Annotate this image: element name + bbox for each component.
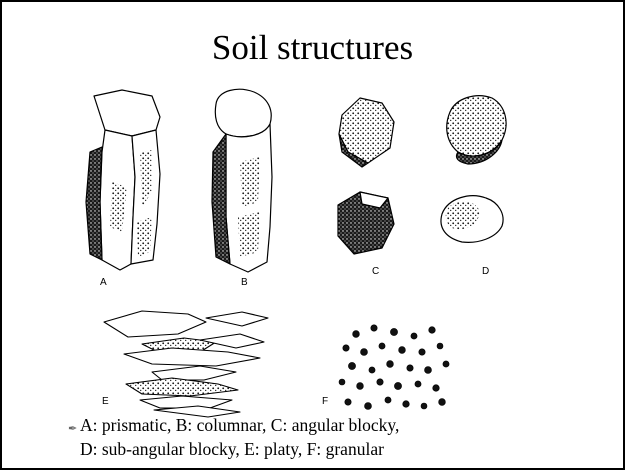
sub-angular-blocky-structure-drawing [441,96,506,243]
platy-structure-drawing [104,311,268,417]
caption-line-2: D: sub-angular blocky, E: platy, F: gran… [80,437,399,461]
caption: ✒ A: prismatic, B: columnar, C: angular … [80,413,399,461]
pen-nib-icon: ✒ [68,417,77,441]
figure-label-b: B [241,278,248,288]
columnar-structure-drawing [212,89,272,272]
caption-line-1: A: prismatic, B: columnar, C: angular bl… [80,413,399,437]
figure-label-e: E [102,397,109,407]
figure-label-d: D [482,267,489,277]
prismatic-structure-drawing [86,90,160,270]
figure-label-a: A [100,278,107,288]
figure-label-f: F [322,397,328,407]
angular-blocky-structure-drawing [338,98,394,254]
figure-label-c: C [372,267,379,277]
granular-structure-drawing [339,325,449,410]
